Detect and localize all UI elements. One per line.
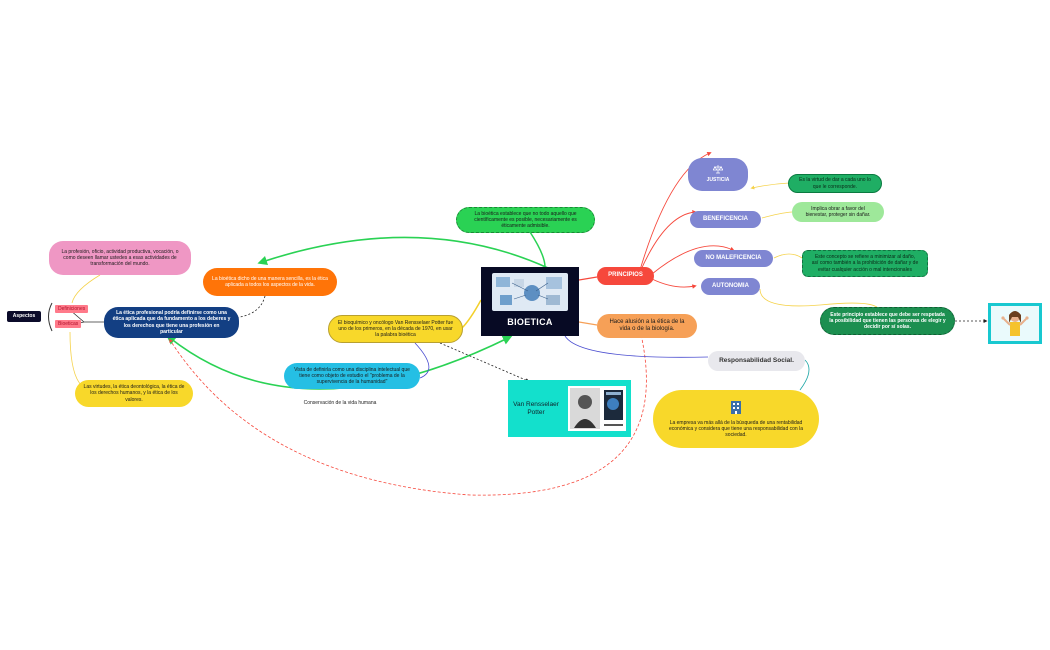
company-node[interactable]: La empresa va más allá de la búsqueda de… bbox=[653, 390, 819, 448]
beneficence-node[interactable]: BENEFICENCIA bbox=[690, 211, 761, 228]
allusion-node[interactable]: Hace alusión a la ética de la vida o de … bbox=[597, 314, 697, 338]
profession-node[interactable]: La profesión, oficio, actividad producti… bbox=[49, 241, 191, 275]
central-node[interactable]: BIOETICA bbox=[481, 267, 579, 336]
aspectos-node[interactable]: Aspectos bbox=[7, 311, 41, 322]
building-icon bbox=[731, 401, 741, 414]
virtues-node[interactable]: Las virtudes, la ética deontológica, la … bbox=[75, 380, 193, 407]
principles-node[interactable]: PRINCIPIOS bbox=[597, 267, 654, 285]
portrait-photo bbox=[568, 386, 626, 431]
definitions-tag[interactable]: Definiciones bbox=[55, 305, 89, 313]
woman-thumbs-up-illustration bbox=[988, 303, 1042, 344]
potter-name: Van Rensselaer Potter bbox=[513, 401, 559, 416]
beneficence-desc-node[interactable]: Implica obrar a favor del bienestar, pro… bbox=[792, 202, 884, 222]
bioethics-establishes-node[interactable]: La bioética establece que no todo aquell… bbox=[456, 207, 595, 233]
bioethics-simple-node[interactable]: La bioética dicho de una manera sencilla… bbox=[203, 268, 337, 296]
scales-icon bbox=[713, 165, 723, 174]
social-responsibility-node[interactable]: Responsabilidad Social. bbox=[708, 351, 805, 371]
non-maleficence-node[interactable]: NO MALEFICENCIA bbox=[694, 250, 773, 267]
discipline-node[interactable]: Vista de definirla como una disciplina i… bbox=[284, 363, 420, 389]
conservation-label: Conservación de la vida humana bbox=[303, 399, 377, 406]
autonomy-node[interactable]: AUTONOMIA bbox=[701, 278, 760, 295]
justice-label: JUSTICIA bbox=[706, 177, 730, 184]
non-maleficence-desc-node[interactable]: Este concepto se refiere a minimizar al … bbox=[802, 250, 928, 277]
justice-desc-node[interactable]: Es la virtud de dar a cada uno lo que le… bbox=[788, 174, 882, 193]
autonomy-desc-node[interactable]: Este principio establece que debe ser re… bbox=[820, 307, 955, 335]
bioethics-collage-image bbox=[492, 273, 568, 311]
potter-card[interactable]: Van Rensselaer Potter bbox=[508, 380, 631, 437]
company-label: La empresa va más allá de la búsqueda de… bbox=[669, 419, 803, 439]
central-title: BIOETICA bbox=[507, 317, 553, 327]
biochemist-node[interactable]: El bioquímico y oncólogo Van Rensselaer … bbox=[328, 315, 463, 343]
justice-node[interactable]: JUSTICIA bbox=[688, 158, 748, 191]
bioethics-tag[interactable]: Bioeticas bbox=[55, 320, 82, 328]
professional-ethics-node[interactable]: La ética profesional podría definirse co… bbox=[104, 307, 239, 338]
